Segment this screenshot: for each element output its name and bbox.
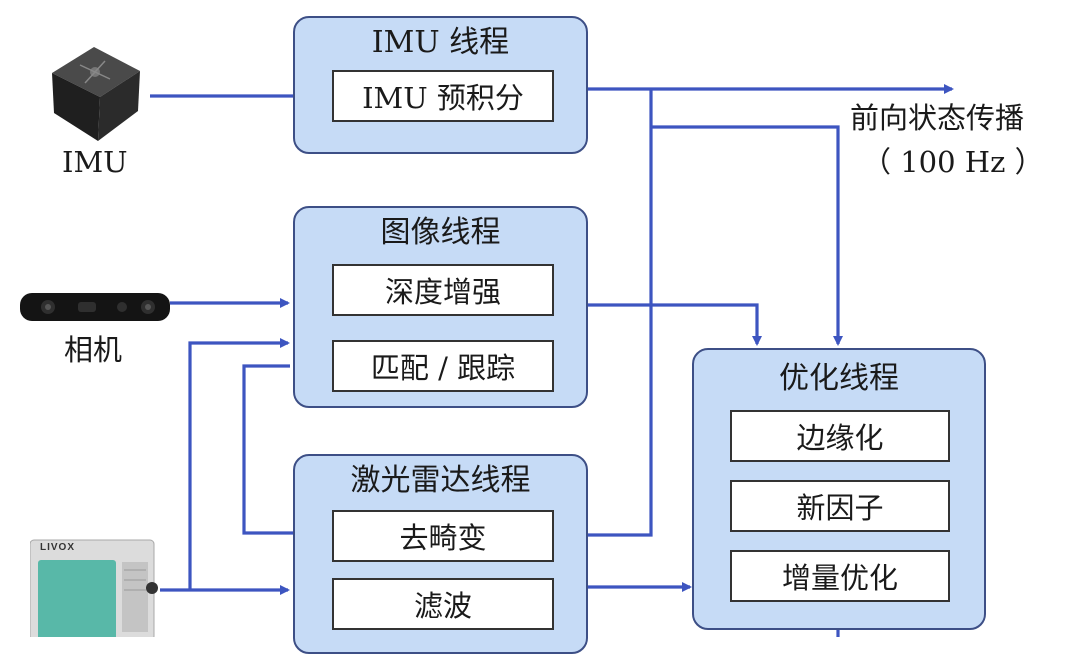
incremental-optimization-step: 增量优化 [730, 550, 950, 602]
arrow-depth-to-opt [588, 303, 762, 346]
optimization-thread-title: 优化线程 [779, 361, 899, 396]
lidar-thread-title: 激光雷达线程 [350, 463, 531, 498]
marginalization-step: 边缘化 [730, 410, 950, 462]
imu-label: IMU [62, 145, 128, 179]
camera-label: 相机 [64, 333, 123, 367]
lidar-brand-text: LIVOX [40, 542, 76, 553]
camera-device [18, 289, 172, 325]
forward-propagation-label: 前向状态传播 [850, 101, 1025, 135]
imu-thread-title: IMU 线程 [371, 25, 510, 60]
new-factor-step: 新因子 [730, 480, 950, 532]
arrow-track-to-dewarp [242, 364, 330, 538]
imu-thread: IMU 线程 IMU 预积分 [293, 16, 588, 154]
dewarp-step: 去畸变 [332, 510, 554, 562]
lidar-thread: 激光雷达线程 去畸变 滤波 [293, 454, 588, 654]
matching-tracking-step: 匹配 / 跟踪 [332, 340, 554, 392]
filter-step: 滤波 [332, 578, 554, 630]
optimization-thread: 优化线程 边缘化 新因子 增量优化 [692, 348, 986, 630]
image-thread: 图像线程 深度增强 匹配 / 跟踪 [293, 206, 588, 408]
imu-preintegration-step: IMU 预积分 [332, 70, 554, 122]
output-rate-label: （ 100 Hz ） [862, 145, 1044, 179]
imu-device [48, 45, 144, 143]
lidar-icon [29, 539, 158, 641]
imu-device-icon [52, 47, 140, 141]
depth-enhancement-step: 深度增强 [332, 264, 554, 316]
arrow-preint-to-opt [651, 125, 843, 346]
image-thread-title: 图像线程 [380, 215, 501, 250]
arrow-lidar-to-image [188, 338, 290, 590]
camera-icon [20, 293, 170, 321]
lidar-device: LIVOX [29, 536, 158, 641]
